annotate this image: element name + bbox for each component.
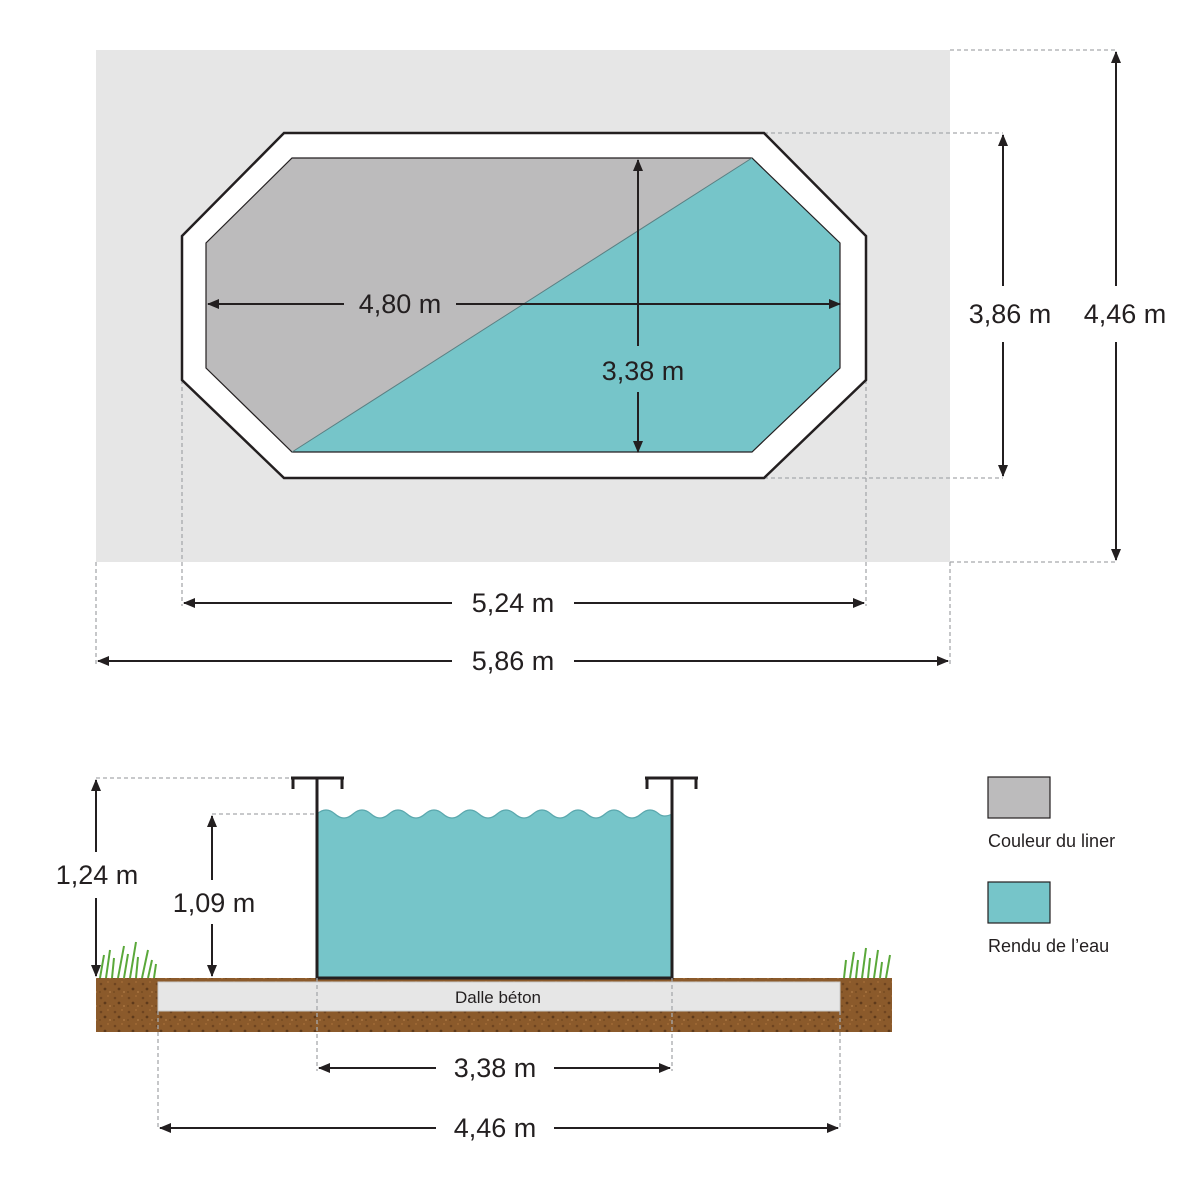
structure-width-label: 3,86 m <box>969 299 1052 329</box>
water-height-label: 1,09 m <box>173 888 256 918</box>
pool-width-label: 3,38 m <box>454 1053 537 1083</box>
grass-right-icon <box>843 947 891 979</box>
wall-height-label: 1,24 m <box>56 860 139 890</box>
legend-label-liner: Couleur du liner <box>988 831 1115 851</box>
slab-label: Dalle béton <box>455 988 541 1007</box>
pool-wall-profile <box>291 776 698 980</box>
water-render-swatch <box>987 881 1051 924</box>
inner-width-label: 3,38 m <box>602 356 685 386</box>
water-render-fill <box>292 158 840 452</box>
pool-inner-outline <box>205 157 841 453</box>
concrete-slab <box>157 981 841 1012</box>
top-view: 4,80 m 3,38 m 3,86 m 4,46 m 5,24 m 5,86 … <box>95 49 1167 676</box>
pool-water <box>317 810 672 978</box>
slab-length-label: 5,86 m <box>472 646 555 676</box>
structure-length-label: 5,24 m <box>472 588 555 618</box>
liner-color-swatch <box>987 776 1051 819</box>
side-view: Dalle béton 1,24 m <box>56 776 892 1143</box>
legend-label-water: Rendu de l’eau <box>988 936 1109 956</box>
grass-left-icon <box>99 941 157 979</box>
slab-width-label: 4,46 m <box>1084 299 1167 329</box>
legend: Couleur du liner Rendu de l’eau <box>987 776 1115 956</box>
inner-length-label: 4,80 m <box>359 289 442 319</box>
water-surface-waves <box>316 809 673 819</box>
slab-width-side-label: 4,46 m <box>454 1113 537 1143</box>
pool-inner-surface <box>206 158 840 452</box>
